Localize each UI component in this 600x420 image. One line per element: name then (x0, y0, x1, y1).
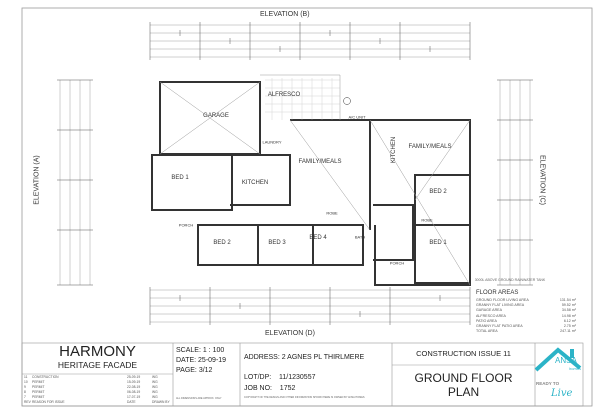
title-block-lines (21, 342, 584, 407)
floor-area-label: GRANNY FLAT PATIO AREA (476, 324, 523, 329)
room-kitchen: KITCHEN (241, 180, 269, 186)
scale-block: SCALE: 1 : 100 DATE: 25-09-19 PAGE: 3/12 (176, 346, 226, 376)
floor-area-label: GARAGE AREA (476, 308, 502, 313)
room-bed1: BED 1 (171, 175, 189, 181)
job-no: JOB NO: 1752 (244, 385, 296, 392)
room-family-meals: FAMILY/MEALS (298, 159, 342, 165)
floor-area-row: GRANNY FLAT PATIO AREA 2.75 m² (476, 324, 576, 329)
page: PAGE: 3/12 (176, 367, 213, 374)
elevation-c-label: ELEVATION (C) (538, 155, 546, 205)
scale: SCALE: 1 : 100 (176, 347, 225, 354)
ansa-logo-house (534, 347, 582, 372)
issue: CONSTRUCTION ISSUE 11 (416, 349, 511, 358)
roof-lines (159, 74, 471, 286)
walls (151, 81, 471, 286)
rainwater-note: 3000L ABOVE GROUND RAINWATER TANK (474, 278, 546, 282)
floor-area-value: 59.52 m² (561, 303, 576, 308)
room-porch: PORCH (178, 222, 194, 228)
floor-area-row: GRANNY FLAT LIVING AREA 59.52 m² (476, 303, 576, 308)
room-robe: ROBE (326, 210, 338, 216)
lot-dp: LOT/DP: 11/1230557 (244, 374, 316, 381)
ansa-logo: ANSA homes READY TO Live (536, 356, 582, 399)
alfresco-tiles (265, 78, 340, 120)
floor-area-row: PATIO AREA 6.12 m² (476, 319, 576, 324)
room-alfresco: ALFRESCO (267, 92, 301, 98)
floor-area-value: 131.54 m² (559, 298, 576, 302)
dimension-lines-top (59, 24, 531, 323)
floor-area-value: 2.75 m² (563, 324, 576, 329)
room-bed4: BED 4 (309, 235, 327, 241)
room-bed2: BED 2 (213, 240, 231, 246)
dimensions-note: ALL DIMENSIONS ARE APPROX. ONLY (176, 397, 222, 400)
floor-area-row: TOTAL AREA 247.11 m² (476, 329, 576, 334)
room-granny-kitchen: KITCHEN (391, 136, 397, 164)
elevation-b-label: ELEVATION (B) (260, 11, 310, 18)
elevation-a-label: ELEVATION (A) (33, 155, 41, 205)
section-markers (343, 97, 351, 105)
date: DATE: 25-09-19 (176, 357, 227, 364)
floor-areas-title: FLOOR AREAS (476, 290, 519, 296)
room-granny-robe: ROBE (421, 217, 433, 223)
room-granny-bed2: BED 2 (429, 189, 447, 195)
floor-area-value: 14.98 m² (561, 313, 576, 318)
floor-area-value: 6.12 m² (563, 318, 576, 323)
dimension-ticks (57, 22, 533, 325)
floor-area-row: GARAGE AREA 34.58 m² (476, 308, 576, 313)
room-bed3: BED 3 (268, 240, 286, 246)
copyright-note: COPYRIGHT OF THE DESIGN AND OTHER INFORM… (244, 396, 365, 399)
floor-area-label: GRANNY FLAT LIVING AREA (476, 303, 525, 308)
floor-areas-table: FLOOR AREAS GROUND FLOOR LIVING AREA 131.… (476, 290, 576, 334)
room-granny-porch: PORCH (389, 260, 405, 266)
floor-area-row: GROUND FLOOR LIVING AREA 131.54 m² (476, 298, 576, 303)
floor-area-label: GROUND FLOOR LIVING AREA (476, 298, 529, 302)
room-bath: BATH (354, 234, 366, 240)
room-garage: GARAGE (203, 113, 229, 119)
floor-area-value: 34.58 m² (561, 308, 576, 313)
room-granny-bed1: BED 1 (429, 240, 447, 246)
ac-unit: A/C UNIT (348, 114, 366, 120)
floor-area-label: TOTAL AREA (476, 329, 498, 334)
floor-area-label: PATIO AREA (476, 318, 497, 323)
floor-area-label: ALFRESCO AREA (476, 313, 506, 318)
floor-area-row: ALFRESCO AREA 14.98 m² (476, 314, 576, 319)
floor-area-value: 247.11 m² (560, 329, 576, 334)
project-name: HARMONY (59, 343, 136, 360)
address: ADDRESS: 2 AGNES PL THIRLMERE (244, 354, 365, 361)
elevation-d-label: ELEVATION (D) (265, 330, 315, 337)
room-laundry: LAUNDRY (262, 139, 282, 145)
facade-name: HERITAGE FACADE (57, 360, 138, 370)
room-granny-family-meals: FAMILY/MEALS (408, 144, 452, 150)
